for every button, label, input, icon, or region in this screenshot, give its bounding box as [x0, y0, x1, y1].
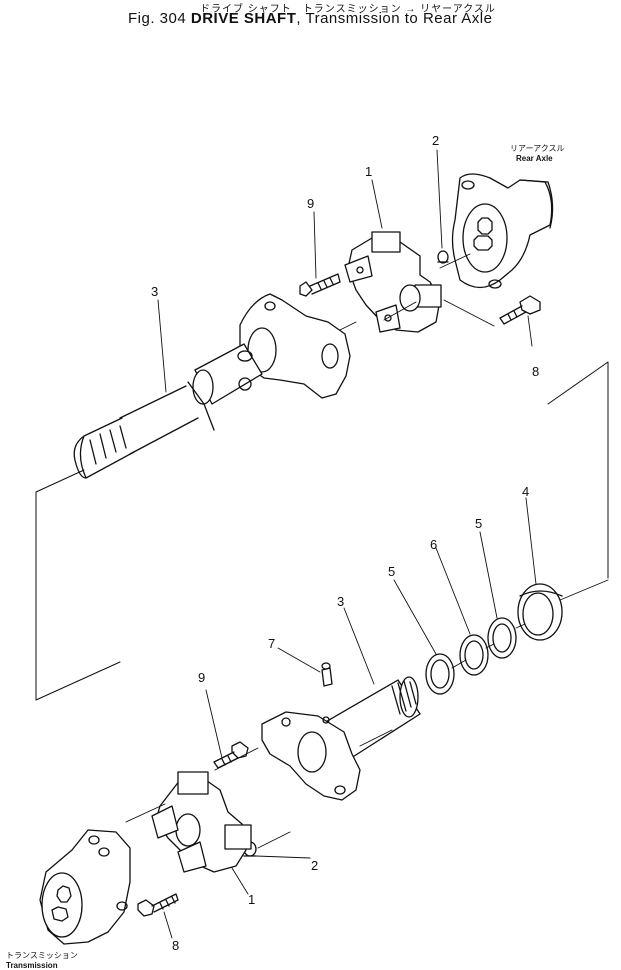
- callout-9-bottom: 9: [198, 670, 205, 685]
- bolt-top-9: [299, 273, 341, 297]
- callout-4: 4: [522, 484, 529, 499]
- note-rear-axle-jp: リアーアクスル: [510, 144, 565, 153]
- universal-joint-top: [344, 231, 442, 333]
- callout-9-top: 9: [307, 196, 314, 211]
- callout-8-bottom: 8: [172, 938, 179, 953]
- callout-2-top: 2: [432, 133, 439, 148]
- washer-5-right: [487, 617, 517, 659]
- figure-main-title: DRIVE SHAFT: [190, 10, 297, 27]
- transmission-flange: [39, 829, 131, 945]
- callout-5-right: 5: [475, 516, 482, 531]
- grease-fitting-top: [437, 250, 449, 264]
- ring-4: [517, 583, 563, 641]
- callout-8-top: 8: [532, 364, 539, 379]
- rear-axle-flange: [451, 173, 554, 289]
- note-transmission-jp: トランスミッション: [6, 951, 78, 960]
- bolt-bottom-8: [137, 893, 179, 917]
- note-transmission-en: Transmission: [6, 961, 58, 970]
- seal-6: [459, 634, 489, 676]
- universal-joint-bottom: [151, 771, 252, 873]
- assembly-axis-lines: [125, 253, 609, 849]
- grease-fitting-7: [321, 662, 333, 687]
- figure-number: Fig. 304: [128, 10, 187, 27]
- figure-title: Fig. 304 DRIVE SHAFT, Transmission to Re…: [128, 10, 493, 27]
- callout-2-bottom: 2: [311, 858, 318, 873]
- note-rear-axle-en: Rear Axle: [516, 154, 553, 163]
- title-japanese: ドライブ シャフト トランスミッション → リヤーアクスル: [200, 4, 496, 15]
- callout-1-bottom: 1: [248, 892, 255, 907]
- connection-lines: [35, 361, 609, 701]
- callout-3-bottom: 3: [337, 594, 344, 609]
- callout-7: 7: [268, 636, 275, 651]
- shaft-yoke-top: [239, 293, 351, 399]
- washer-5-left: [425, 653, 455, 695]
- splined-shaft-top: [73, 343, 263, 479]
- shaft-yoke-bottom: [261, 711, 361, 801]
- callout-3-top: 3: [151, 284, 158, 299]
- callout-1-top: 1: [365, 164, 372, 179]
- bolt-top-8: [499, 295, 541, 325]
- callout-6: 6: [430, 537, 437, 552]
- callout-5-left: 5: [388, 564, 395, 579]
- callout-leaders: [157, 149, 537, 939]
- figure-subtitle: Transmission to Rear Axle: [305, 10, 493, 27]
